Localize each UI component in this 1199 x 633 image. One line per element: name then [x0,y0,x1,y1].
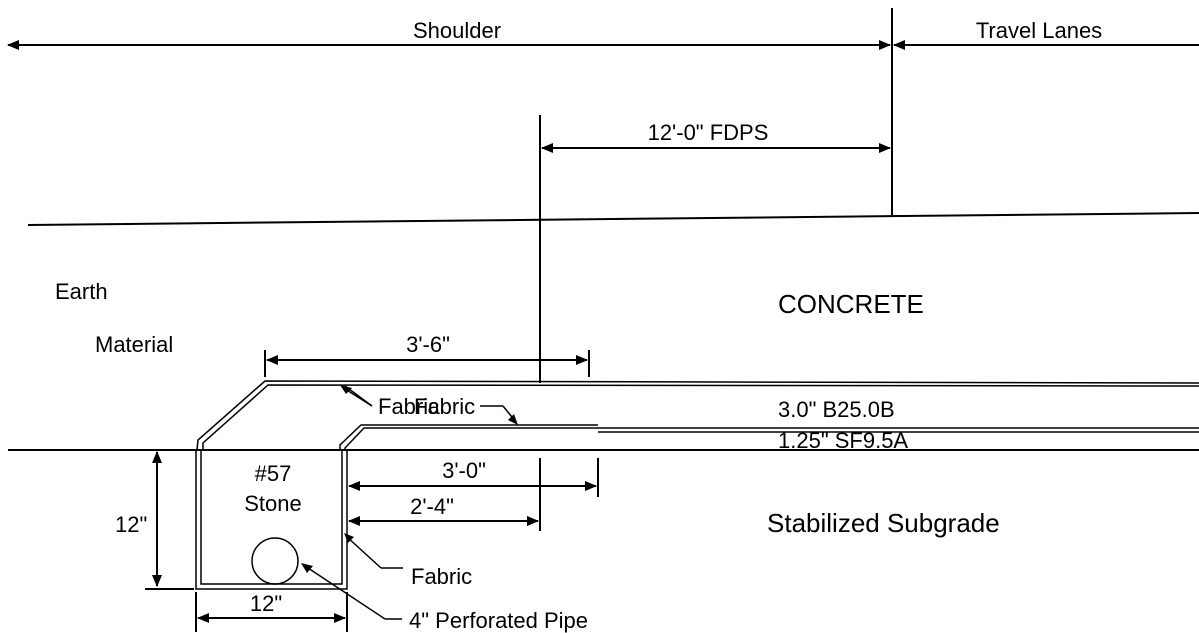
dimension-3-0: 3'-0" [348,458,599,497]
perforated-pipe-icon [251,537,299,585]
concrete-label: CONCRETE [778,289,924,319]
pipe-label: 4" Perforated Pipe [409,608,588,633]
fabric-inner-right [344,427,598,450]
shoulder-label: Shoulder [413,18,501,43]
material-label: Material [95,332,173,357]
dimension-2-4: 2'-4" [348,458,541,531]
dim-12-v-label: 12" [115,512,147,537]
dim-3-0-label: 3'-0" [442,458,486,483]
stone-label-line-1: #57 [255,461,292,486]
trench-outer [195,450,348,590]
subgrade-label: Stabilized Subgrade [767,508,1000,538]
pipe-leader-diag [304,565,386,620]
dim-2-4-label: 2'-4" [410,494,454,519]
fdps-label: 12'-0" FDPS [648,120,769,145]
b25-layer-label: 3.0" B25.0B [778,397,895,422]
dim-12-h-label: 12" [250,591,282,616]
fabric-outer-right [339,424,598,450]
dimension-12-vertical: 12" [115,451,194,590]
fabric-inner-left [202,384,1199,450]
fabric-leaders: Fabric Fabric Fabric [340,385,518,589]
fabric-wrap [195,380,1199,590]
dimension-12-horizontal: 12" [195,591,348,632]
sf95-layer-label: 1.25" SF9.5A [778,428,908,453]
pipe-leader [301,563,402,620]
fabric-2-arrowhead [508,414,518,425]
earth-label: Earth [55,279,108,304]
fabric-label-1: Fabric [378,394,439,419]
fabric-label-3: Fabric [411,564,472,589]
fabric-outer-left [196,380,1199,451]
concrete-surface-line [27,212,1199,226]
fdps-dimension: 12'-0" FDPS [539,115,891,383]
stone-label-line-2: Stone [244,491,302,516]
top-dimension: Shoulder Travel Lanes [7,8,1199,215]
fabric-3-arrowhead [344,533,354,543]
fabric-label-2: Fabric [414,394,475,419]
pipe-arrowhead [301,563,313,573]
dim-3-6-label: 3'-6" [406,332,450,357]
fabric-3-leader-diag [346,536,382,569]
fabric-1-arrowhead [340,385,352,394]
dimension-3-6: 3'-6" [264,332,590,377]
travel-lanes-label: Travel Lanes [976,18,1102,43]
